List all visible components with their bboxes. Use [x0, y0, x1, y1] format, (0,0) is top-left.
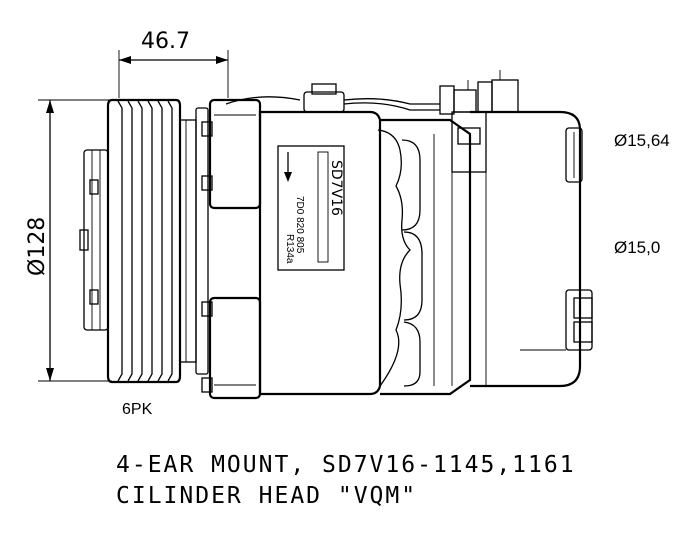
- diameter-dimension: Ø128: [25, 99, 112, 382]
- nameplate-model: SD7V16: [328, 160, 344, 216]
- caption-cylinder-head: CILINDER HEAD "VQM": [116, 483, 418, 509]
- lower-hole-dimension: Ø15,0: [614, 238, 660, 257]
- nameplate-part-number: 7D0 820 805: [294, 196, 305, 254]
- compressor-body: [225, 83, 440, 396]
- nameplate: SD7V16 7D0 820 805 R134a: [277, 145, 345, 271]
- mounting-ears: [201, 98, 262, 400]
- pulley-diameter-label: Ø128: [25, 217, 50, 276]
- clutch-connector: [439, 70, 519, 115]
- width-dimension: 46.7: [118, 29, 229, 98]
- pulley-width-label: 46.7: [141, 29, 190, 54]
- nameplate-refrigerant: R134a: [284, 234, 295, 264]
- pulley-type-label: 6PK: [122, 401, 153, 418]
- pulley: [79, 98, 209, 384]
- cylinder-head: [451, 110, 593, 388]
- caption-mount-info: 4-EAR MOUNT, SD7V16-1145,1161: [116, 452, 576, 478]
- upper-hole-dimension: Ø15,64: [614, 131, 670, 150]
- cylinder-section: [377, 118, 472, 396]
